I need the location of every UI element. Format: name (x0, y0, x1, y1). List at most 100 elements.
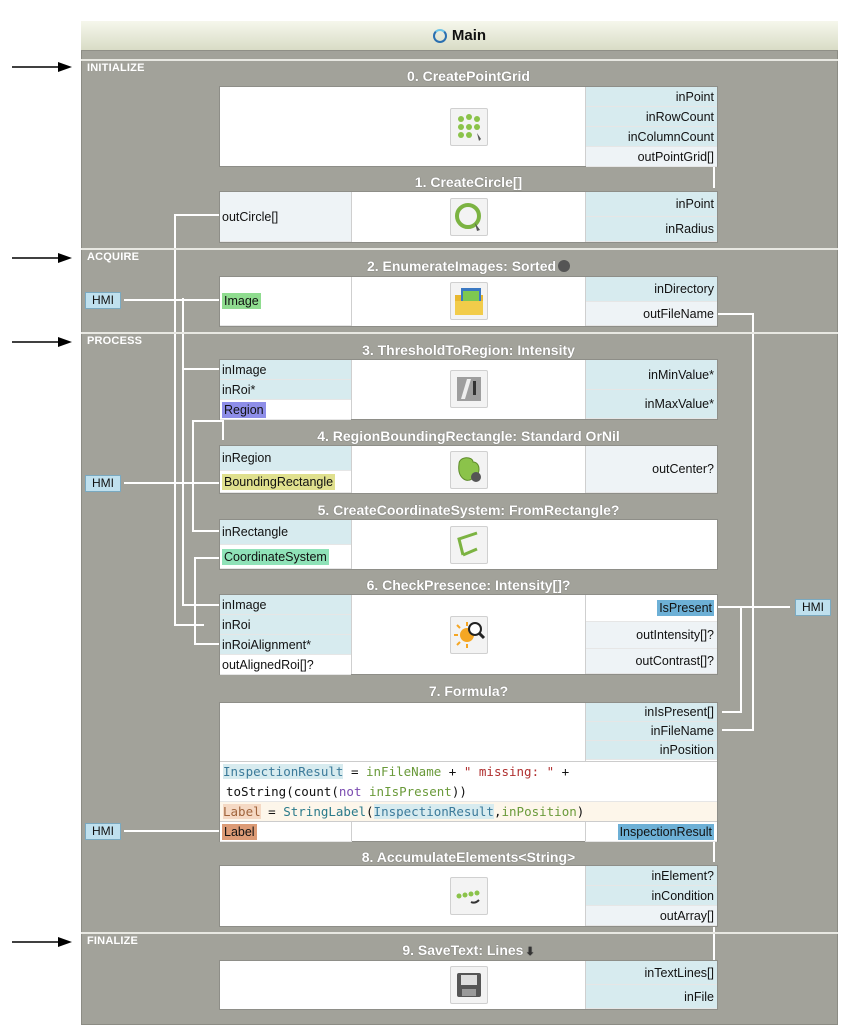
section-finalize[interactable]: FINALIZE (81, 932, 838, 954)
output-port[interactable]: outFileName (586, 302, 717, 326)
block-title[interactable]: 4. RegionBoundingRectangle: Standard OrN… (317, 428, 620, 444)
section-label: FINALIZE (87, 935, 139, 947)
formula-arg: inPosition (501, 804, 577, 819)
input-port[interactable]: inImage (220, 360, 351, 380)
block-title[interactable]: 7. Formula? (428, 683, 509, 699)
block-create-coordinate-system[interactable]: inRectangle CoordinateSystem (219, 519, 718, 570)
block-enumerate-images[interactable]: Image inDirectory outFileName (219, 276, 718, 327)
block-title[interactable]: 8. AccumulateElements<String> (361, 849, 576, 865)
port-label: Region (222, 401, 266, 418)
input-port[interactable]: inMinValue* (586, 360, 717, 390)
arrow-right-icon (12, 62, 72, 72)
block-title[interactable]: 5. CreateCoordinateSystem: FromRectangle… (317, 502, 620, 518)
block-threshold-to-region[interactable]: inImage inRoi* Region inMinValue* inMaxV… (219, 359, 718, 420)
port-label: CoordinateSystem (222, 548, 329, 565)
input-port[interactable]: inPoint (586, 87, 717, 107)
output-port[interactable]: InspectionResult (585, 822, 717, 842)
block-title[interactable]: 6. CheckPresence: Intensity[]? (366, 577, 571, 593)
input-port[interactable]: inElement? (586, 866, 717, 886)
formula-arg: InspectionResult (373, 804, 494, 819)
input-port[interactable]: inRadius (586, 217, 717, 242)
hmi-tag[interactable]: HMI (795, 599, 831, 616)
arrow-right-icon (12, 937, 72, 947)
output-port[interactable]: outArray[] (586, 906, 717, 926)
section-acquire[interactable]: ACQUIRE (81, 248, 838, 270)
formula-line-3[interactable]: Label = StringLabel(InspectionResult,inP… (220, 801, 717, 821)
input-port[interactable]: inPoint (586, 192, 717, 217)
check-presence-icon (449, 616, 488, 654)
hmi-tag[interactable]: HMI (85, 292, 121, 309)
input-port[interactable]: inRoiAlignment* (220, 635, 351, 655)
input-port[interactable]: inColumnCount (586, 127, 717, 147)
input-port[interactable]: inRoi* (220, 380, 351, 400)
formula-arg: inFileName (366, 764, 442, 779)
input-port[interactable]: inFileName (586, 722, 717, 741)
block-check-presence[interactable]: inImage inRoi inRoiAlignment* outAligned… (219, 594, 718, 675)
block-formula[interactable]: inIsPresent[] inFileName inPosition Insp… (219, 702, 718, 842)
output-port[interactable]: CoordinateSystem (220, 545, 351, 569)
block-title[interactable]: 0. CreatePointGrid (407, 68, 530, 84)
point-grid-icon (449, 108, 488, 146)
hmi-tag[interactable]: HMI (85, 823, 121, 840)
input-port[interactable]: inDirectory (586, 277, 717, 302)
formula-string: " missing: " (463, 764, 555, 779)
block-save-text[interactable]: inTextLines[] inFile (219, 960, 718, 1010)
formula-op: , (493, 804, 502, 819)
input-port[interactable]: inRegion (220, 446, 351, 471)
input-port[interactable]: inFile (586, 985, 717, 1009)
block-title[interactable]: 2. EnumerateImages: Sorted (219, 258, 718, 274)
region-icon (449, 451, 488, 489)
formula-op: + (441, 764, 464, 779)
port-label: Label (222, 823, 257, 840)
section-initialize[interactable]: INITIALIZE (81, 59, 838, 81)
port-label: Image (222, 293, 261, 309)
page-title: Main (451, 27, 487, 44)
cycle-icon (432, 28, 447, 43)
output-port[interactable]: outCenter? (586, 446, 717, 493)
output-port[interactable]: Region (220, 400, 351, 420)
output-port[interactable]: outAlignedRoi[]? (220, 655, 351, 675)
port-label: InspectionResult (617, 823, 714, 840)
input-port[interactable]: inRowCount (586, 107, 717, 127)
block-title[interactable]: 1. CreateCircle[] (414, 174, 523, 190)
block-create-point-grid[interactable]: inPoint inRowCount inColumnCount outPoin… (219, 86, 718, 167)
output-port[interactable]: outContrast[]? (586, 649, 717, 674)
input-port[interactable]: inCondition (586, 886, 717, 906)
formula-fn: toString (226, 783, 287, 799)
output-port[interactable]: Image (220, 277, 351, 326)
formula-arg: inIsPresent (369, 783, 452, 799)
arrow-right-icon (12, 253, 72, 263)
input-port[interactable]: inImage (220, 595, 351, 615)
formula-op: + (554, 764, 570, 779)
output-port[interactable]: Label (220, 822, 352, 842)
hmi-tag[interactable]: HMI (85, 475, 121, 492)
block-title[interactable]: 9. SaveText: Lines⬇ (219, 942, 718, 958)
input-port[interactable]: inIsPresent[] (586, 703, 717, 722)
circle-icon (449, 198, 488, 236)
output-port[interactable]: outCircle[] (220, 192, 351, 242)
input-port[interactable]: inTextLines[] (586, 961, 717, 985)
gear-icon[interactable] (558, 260, 571, 272)
block-region-bounding-rectangle[interactable]: inRegion BoundingRectangle outCenter? (219, 445, 718, 494)
port-label: IsPresent (657, 600, 714, 616)
input-port[interactable]: inMaxValue* (586, 390, 717, 419)
section-label: INITIALIZE (87, 62, 145, 74)
down-arrow-icon[interactable]: ⬇ (525, 946, 535, 958)
input-port[interactable]: inPosition (586, 741, 717, 760)
input-port[interactable]: inRectangle (220, 520, 351, 545)
formula-line-1[interactable]: InspectionResult = inFileName + " missin… (220, 761, 717, 781)
save-text-icon (449, 966, 488, 1004)
section-process[interactable]: PROCESS (81, 332, 838, 354)
output-port[interactable]: outIntensity[]? (586, 622, 717, 649)
block-accumulate-elements[interactable]: inElement? inCondition outArray[] (219, 865, 718, 927)
formula-op: ) (576, 804, 585, 819)
output-port[interactable]: outPointGrid[] (586, 147, 717, 167)
output-port[interactable]: IsPresent (586, 595, 717, 622)
block-create-circle[interactable]: outCircle[] inPoint inRadius (219, 191, 718, 243)
port-label: BoundingRectangle (222, 473, 336, 490)
output-port[interactable]: BoundingRectangle (220, 471, 351, 493)
formula-var: Label (223, 804, 261, 819)
input-port[interactable]: inRoi (220, 615, 351, 635)
block-title[interactable]: 3. ThresholdToRegion: Intensity (362, 342, 575, 358)
formula-line-2[interactable]: toString(count(not inIsPresent)) (220, 781, 717, 801)
